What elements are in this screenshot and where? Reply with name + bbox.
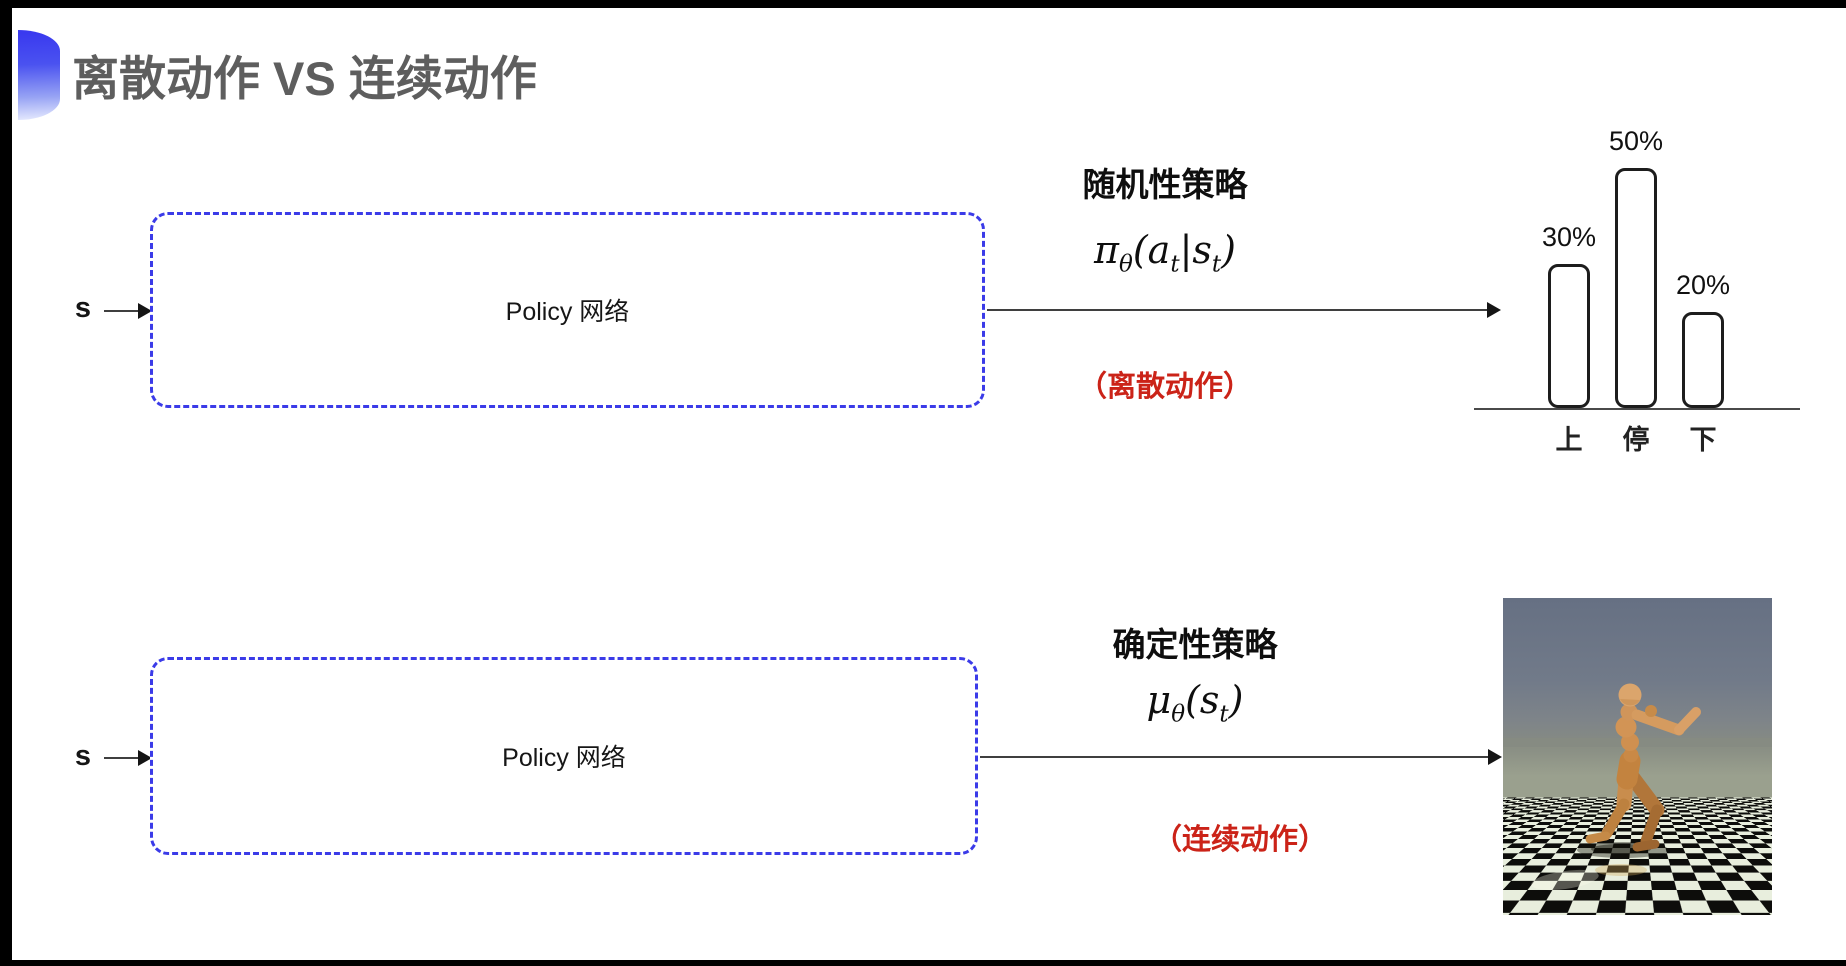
- bottom-input-arrowhead-icon: [138, 750, 152, 766]
- chart-category-label: 上: [1555, 425, 1583, 455]
- top-policy-type-label: 随机性策略: [1082, 166, 1248, 203]
- humanoid-figure: [1531, 683, 1701, 891]
- chart-bar-value-label: 20%: [1675, 270, 1731, 300]
- top-policy-box-label: Policy 网络: [505, 298, 630, 326]
- chart-baseline: [1474, 408, 1800, 410]
- top-state-input-label: s: [74, 292, 92, 324]
- chart-bar-value-label: 30%: [1541, 222, 1597, 252]
- sim-sky: [1503, 598, 1772, 747]
- top-input-arrow-line: [104, 310, 140, 312]
- bottom-policy-box-label: Policy 网络: [502, 744, 626, 772]
- top-input-arrowhead-icon: [138, 303, 152, 319]
- top-policy-formula: πθ(at|st): [1094, 228, 1236, 278]
- formula-pi: π: [1094, 228, 1119, 272]
- bottom-policy-type-label: 确定性策略: [1112, 626, 1278, 663]
- bottom-output-arrow-line: [980, 756, 1490, 758]
- bottom-input-arrow-line: [104, 757, 140, 759]
- chart-category-label: 下: [1689, 425, 1717, 455]
- slide-title: 离散动作 VS 连续动作: [72, 52, 537, 105]
- top-policy-network-box: Policy 网络: [150, 212, 985, 408]
- chart-bar: [1548, 264, 1590, 408]
- bottom-output-arrowhead-icon: [1488, 749, 1502, 765]
- chart-bar: [1682, 312, 1724, 408]
- humanoid-simulation-image: [1503, 598, 1772, 915]
- bottom-state-input-label: s: [74, 740, 92, 772]
- chart-category-label: 停: [1622, 425, 1650, 455]
- action-bar-chart: 30% 上 50% 停 20% 下: [1474, 90, 1806, 462]
- chart-bar: [1615, 168, 1657, 408]
- bottom-policy-network-box: Policy 网络: [150, 657, 978, 855]
- top-output-arrowhead-icon: [1487, 302, 1501, 318]
- top-action-type-note: （离散动作）: [1077, 371, 1252, 403]
- top-output-arrow-line: [987, 309, 1489, 311]
- title-bullet-decoration: [18, 30, 60, 120]
- formula-mu: μ: [1146, 678, 1172, 722]
- bottom-policy-formula: μθ(st): [1146, 678, 1244, 728]
- bottom-action-type-note: （连续动作）: [1152, 824, 1327, 856]
- chart-bar-value-label: 50%: [1608, 126, 1664, 156]
